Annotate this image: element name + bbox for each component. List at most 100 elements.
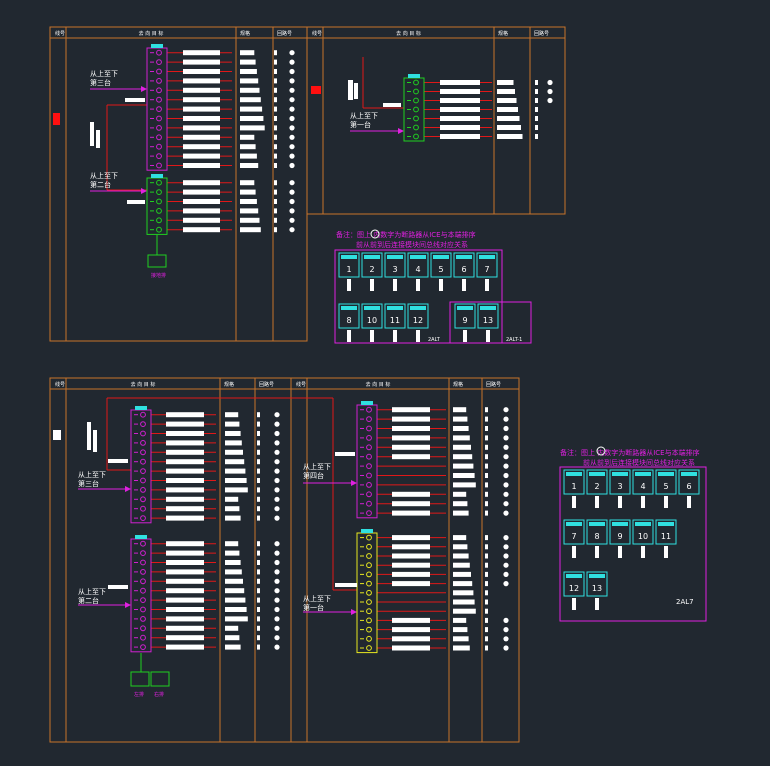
sheet3-upper-spec-tick bbox=[257, 421, 260, 427]
sheet3-terminal-lower bbox=[130, 538, 152, 653]
sheet1-lower-spec-bar bbox=[240, 199, 257, 204]
note2-breaker-lead bbox=[664, 496, 668, 508]
note2-circle-symbol bbox=[596, 446, 606, 456]
note1-breaker-handle bbox=[456, 255, 472, 259]
note2-breaker-handle bbox=[612, 522, 628, 526]
sheet2-spec-bar bbox=[497, 80, 514, 85]
note2-breaker-handle bbox=[589, 574, 605, 578]
sheet2-marker bbox=[311, 86, 321, 94]
sheet1-upper-spec-bar bbox=[240, 144, 256, 150]
sheet4-terminal-lower-terminal bbox=[366, 599, 372, 605]
note1-circle-symbol bbox=[370, 229, 380, 239]
sheet1-upper-spec-bar bbox=[240, 106, 263, 112]
sheet4-lower-target-bar bbox=[392, 617, 430, 623]
note1-breaker-lead bbox=[393, 330, 397, 342]
sheet1-upper-spec-bar bbox=[240, 50, 255, 56]
sheet4-lower-circuit-mark bbox=[503, 544, 509, 550]
sheet3-upper-circuit-mark bbox=[274, 449, 280, 455]
sheet1-upper-spec-tick bbox=[274, 59, 277, 65]
note2-breaker bbox=[563, 571, 585, 597]
terminal-blocks bbox=[130, 44, 425, 687]
sheet-frames bbox=[49, 26, 707, 743]
note1-breaker bbox=[476, 252, 498, 278]
sheet1-lower-circuit-mark bbox=[289, 198, 295, 205]
sheet3-upper-target-bar bbox=[166, 431, 204, 436]
sheet3-terminal-lower-terminal bbox=[140, 559, 146, 566]
sheet4-upper-target-bar bbox=[392, 435, 430, 441]
sheet4-lower-spec-tick bbox=[485, 645, 488, 651]
sheet2-label-first: 第一台 bbox=[350, 120, 371, 129]
sheet4-terminal-lower-terminal bbox=[366, 589, 372, 596]
sheet3-terminal-upper bbox=[130, 409, 152, 524]
note1-breaker-handle bbox=[480, 306, 496, 310]
sheet1-upper-circuit-mark bbox=[289, 153, 295, 159]
note2-breaker-lead bbox=[595, 546, 599, 558]
sheet1-upper-spec-bar bbox=[240, 97, 261, 103]
sheet4-lower-circuit-mark bbox=[503, 571, 509, 578]
sheet1-upper-target-bar bbox=[183, 153, 220, 159]
sheet4-lower-spec-tick bbox=[485, 571, 488, 577]
note1-breaker-lead bbox=[393, 279, 397, 291]
sheet4-upper-spec-tick bbox=[485, 416, 488, 422]
sheet4-terminal-upper-terminal bbox=[366, 416, 372, 423]
note1-breaker-number: 4 bbox=[415, 265, 420, 274]
note1-breaker-number: 8 bbox=[346, 316, 351, 325]
sheet4-label-fourth: 第四台 bbox=[303, 471, 324, 480]
note1-breaker bbox=[407, 252, 429, 278]
sheet3-upper-target-bar bbox=[166, 496, 204, 502]
sheet1-upper-circuit-mark bbox=[289, 78, 295, 84]
sheet4-lower-target-bar bbox=[392, 553, 430, 559]
note1-breaker-handle bbox=[364, 255, 380, 259]
sheet3-ground-bar-right bbox=[150, 671, 170, 687]
sheet1-terminal-upper-terminal bbox=[156, 125, 162, 131]
sheet3-upper-target-bar bbox=[166, 449, 204, 455]
note1-breaker-number: 7 bbox=[484, 265, 489, 274]
sheet4-terminal-upper-terminal bbox=[366, 491, 372, 498]
sheet4-lower-target-bar bbox=[392, 571, 430, 577]
note1-breaker-lead bbox=[370, 330, 374, 342]
note2-breaker-handle bbox=[612, 472, 628, 476]
sheet1-upper-target-bar bbox=[183, 69, 220, 74]
sheet1-lower-target-bar bbox=[183, 208, 220, 214]
sheet3-terminal-lower-terminal bbox=[140, 625, 146, 632]
note1-breaker bbox=[361, 252, 383, 278]
sheet4-terminal-lower-terminal bbox=[366, 553, 372, 559]
sheet3-lower-circuit-mark bbox=[274, 644, 280, 650]
sheet1-terminal-upper-terminal bbox=[156, 162, 162, 169]
sheet1-terminal-upper-terminal bbox=[156, 153, 162, 160]
sheet4-lower-spec-bar bbox=[453, 571, 471, 577]
sheet1-upper-target-bar bbox=[183, 59, 220, 65]
sheet1-upper-circuit-mark bbox=[289, 97, 295, 103]
sheet3-lower-spec-bar bbox=[225, 578, 243, 584]
sheet3-lower-circuit-mark bbox=[274, 625, 280, 631]
sheet1-label-third: 从上至下 bbox=[90, 69, 118, 78]
sheet4-upper-spec-tick bbox=[485, 407, 488, 413]
sheet1-upper-circuit-mark bbox=[289, 59, 295, 65]
sheet1-terminal-lower-terminal bbox=[156, 198, 162, 205]
sheet1-terminal-lower-cap bbox=[151, 174, 163, 178]
sheet1-upper-spec-tick bbox=[274, 78, 277, 84]
sheet4-upper-circuit-mark bbox=[503, 444, 509, 450]
sheet4-terminal-lower-terminal bbox=[366, 562, 372, 569]
sheet4-lower-target-bar bbox=[392, 562, 430, 568]
note1-breaker-handle bbox=[387, 306, 403, 310]
sheet1-upper-spec-tick bbox=[274, 50, 277, 56]
sheet1-upper-spec-tick bbox=[274, 134, 277, 140]
sheet4-terminal-lower-terminal bbox=[366, 626, 372, 633]
sheet4-lower-circuit-mark bbox=[503, 581, 509, 587]
sheet4-terminal-lower-terminal bbox=[366, 608, 372, 615]
sheet4-frame bbox=[290, 377, 520, 743]
sheet3-upper-spec-bar bbox=[225, 412, 239, 418]
note1-breaker-number: 13 bbox=[483, 316, 493, 325]
sheet1-upper-target-bar bbox=[183, 87, 220, 93]
note1-breaker-lead bbox=[462, 279, 466, 291]
note2-breaker-handle bbox=[566, 522, 582, 526]
sheet3-lower-target-bar bbox=[166, 635, 204, 641]
sheet4-upper-target-bar bbox=[392, 444, 430, 450]
sheet1-frame bbox=[49, 26, 308, 342]
sheet3-lower-spec-bar bbox=[225, 597, 246, 603]
sheet1-upper-spec-tick bbox=[274, 97, 277, 103]
note1-breaker-handle bbox=[410, 255, 426, 259]
sheet3-lower-circuit-mark bbox=[274, 550, 280, 556]
